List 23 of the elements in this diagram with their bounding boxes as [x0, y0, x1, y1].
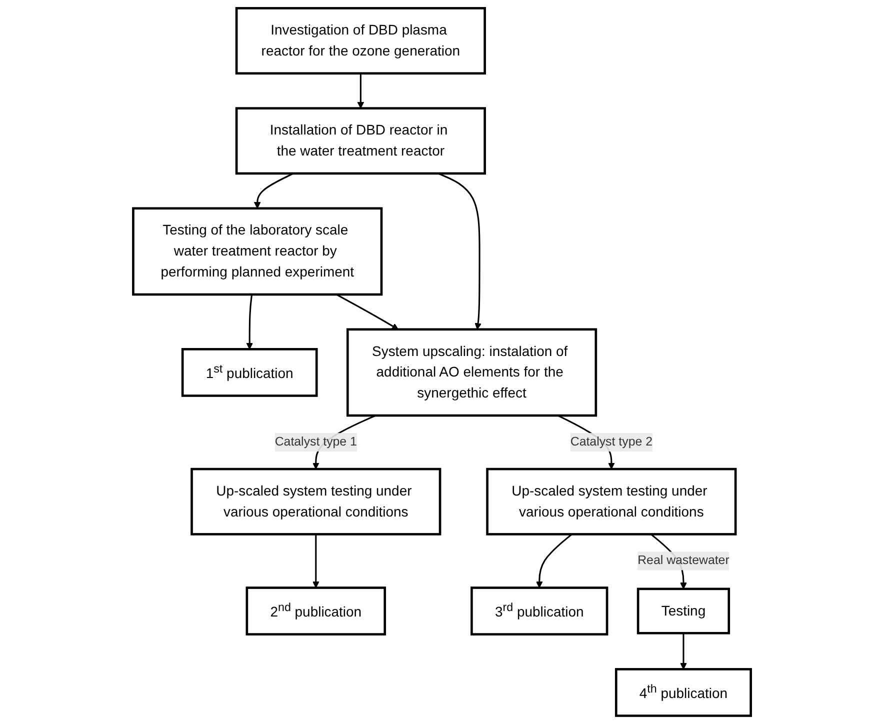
node-box	[190, 468, 442, 536]
edge-label: Real wastewater	[638, 554, 730, 568]
edge-label: Catalyst type 2	[570, 435, 652, 449]
arrow	[336, 294, 399, 330]
node-box	[486, 468, 737, 536]
node-box	[346, 328, 598, 417]
arrow	[246, 294, 253, 350]
arrow	[312, 534, 320, 588]
node-box	[235, 7, 486, 75]
edge-label: Catalyst type 1	[274, 435, 357, 449]
node-box	[470, 586, 608, 636]
arrow	[357, 73, 364, 109]
node-box	[246, 586, 386, 636]
flowchart: Catalyst type 1 Catalyst type 2 Real wastewater Investigation of DBD plasma reactor for the ozone generation Installation of DBD reactor in the water treatment reactor Testing of the laboratory scale water treatment reactor by performing planned experiment 1$^{st}$ publication System upscaling: instalation of additional AO elements for the synergethic effect Up-scaled system testing under various operational conditions 2$^{nd}$ publication Up-scaled system testing under various operational conditions 3$^{rd}$ publication Testing 4$^{th}$ publication	[126, 2, 758, 722]
node-box	[614, 668, 752, 717]
node-box	[235, 107, 486, 175]
arrow	[438, 172, 482, 330]
arrow	[680, 633, 687, 670]
arrow	[254, 172, 294, 209]
node-box	[132, 207, 383, 296]
node-box	[181, 348, 318, 397]
node-box	[636, 588, 730, 634]
arrow	[536, 534, 572, 588]
